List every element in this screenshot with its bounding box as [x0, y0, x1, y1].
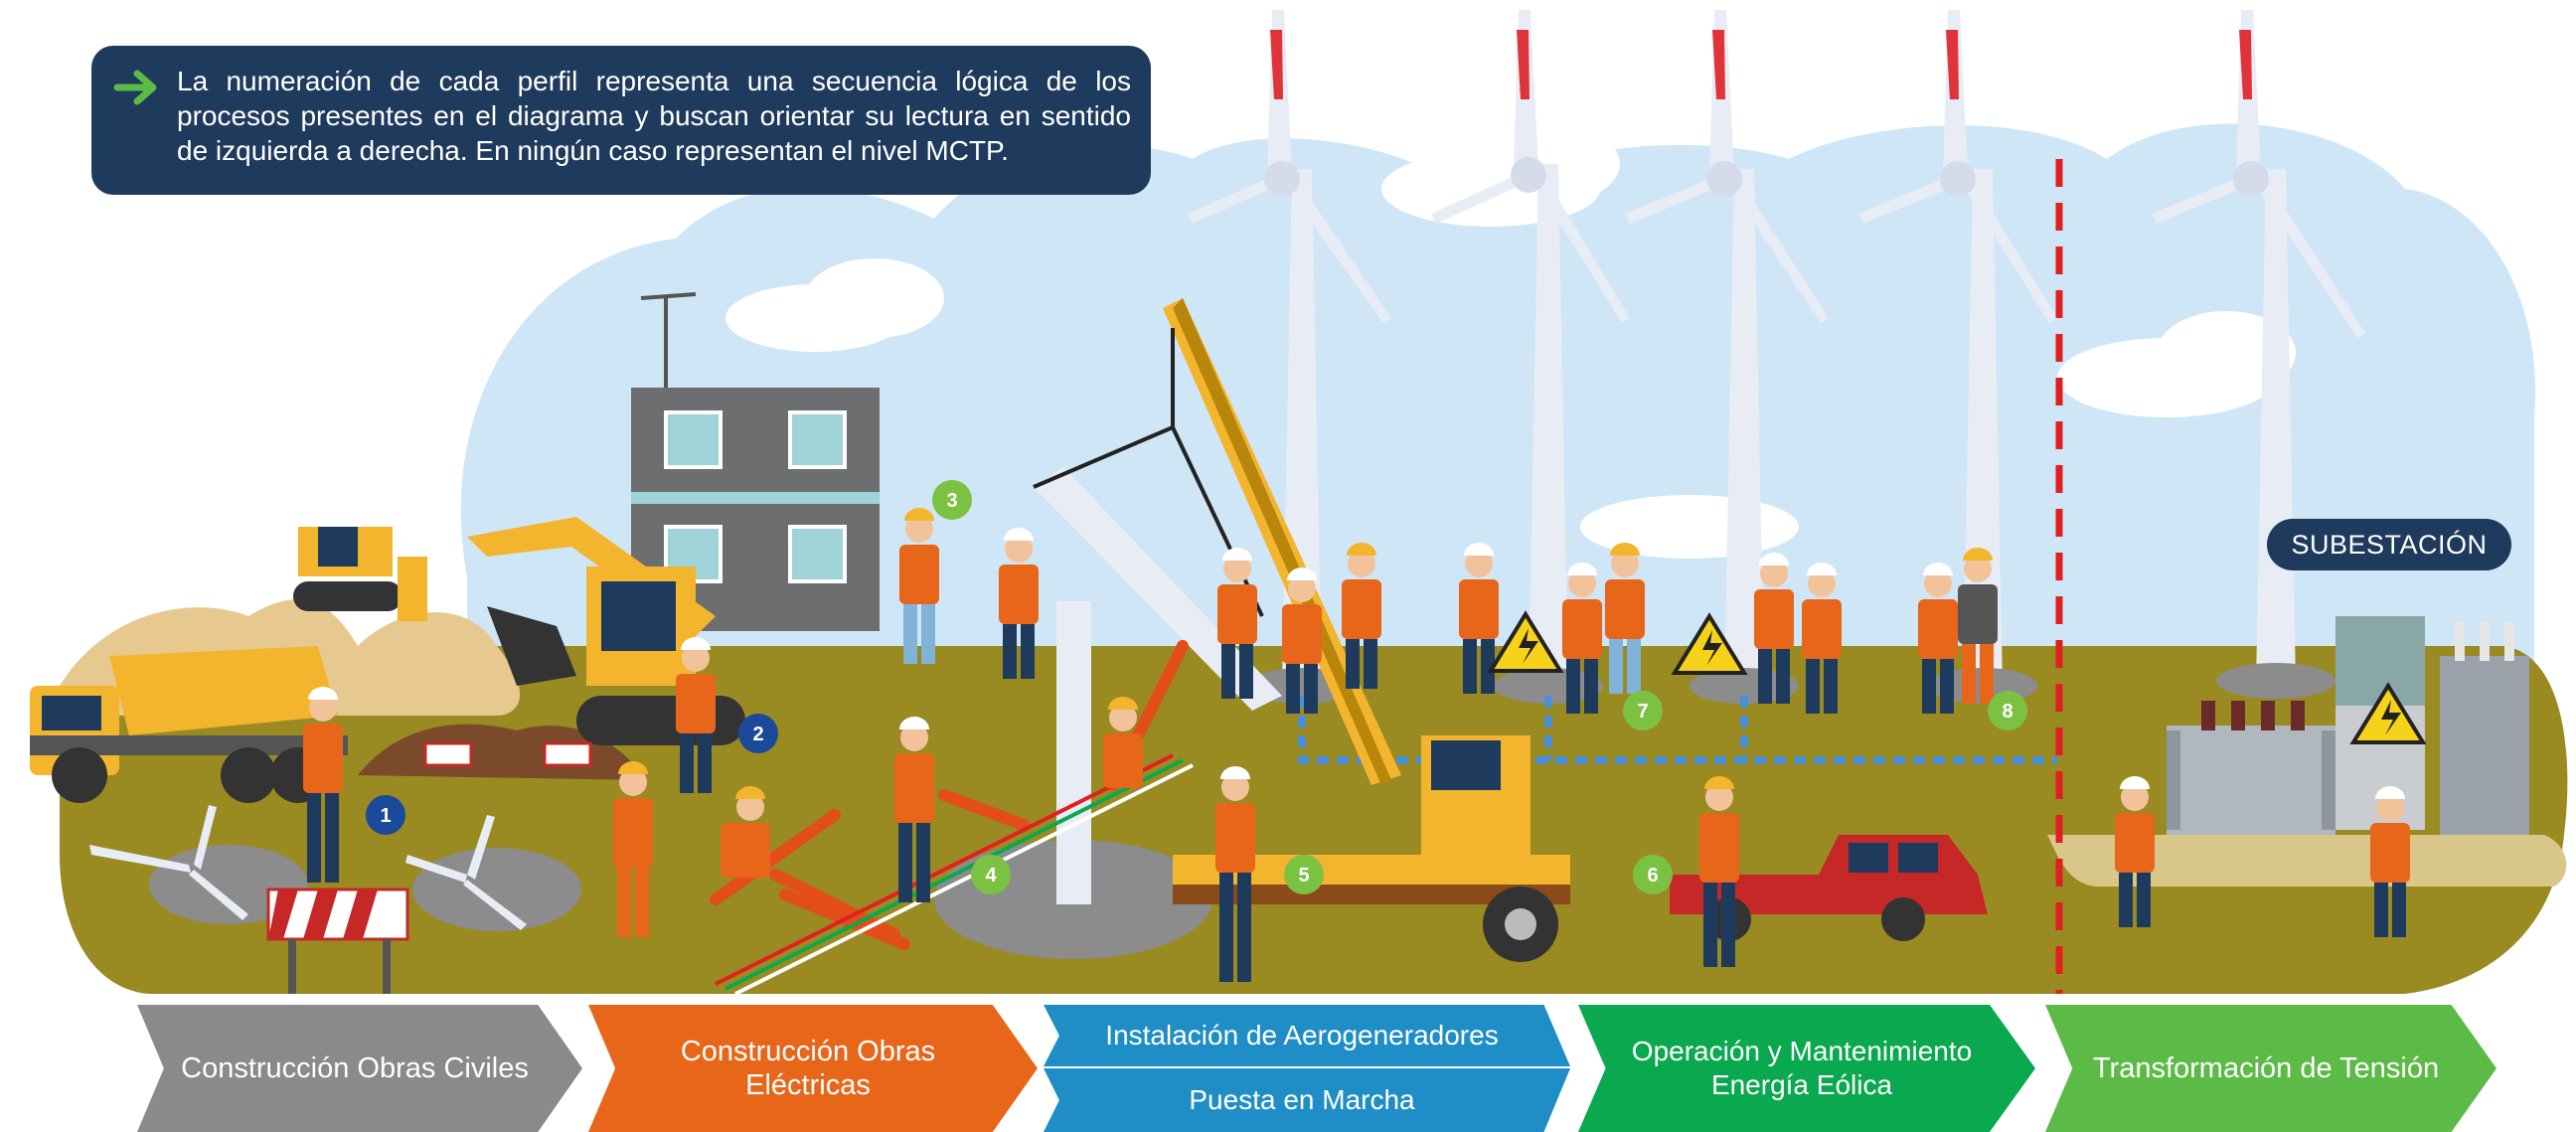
- warning-high-voltage-icon: [1671, 612, 1748, 675]
- svg-text:1: 1: [380, 805, 391, 827]
- pickup-truck: [1670, 835, 1988, 941]
- stage-commissioning: Puesta en Marcha: [1044, 1068, 1570, 1132]
- sequence-badge-6: 6: [1633, 855, 1673, 894]
- substation-label: SUBESTACIÓN: [2267, 519, 2511, 570]
- workers: [303, 508, 2410, 982]
- warning-high-voltage-icon: [1487, 610, 1564, 673]
- sequence-badge-8: 8: [1988, 691, 2027, 730]
- stage-electrical-works-label: Construcción Obras Eléctricas: [680, 1036, 936, 1101]
- stage-operation-maintenance: Operación y Mantenimiento Energía Eólica: [1578, 1005, 2035, 1132]
- substation-ground: [2047, 835, 2567, 887]
- stage-operation-maintenance-label: Operación y Mantenimiento Energía Eólica: [1631, 1036, 1973, 1100]
- cable-trench: [715, 753, 1194, 996]
- svg-text:4: 4: [985, 865, 997, 887]
- svg-text:2: 2: [752, 724, 763, 745]
- stage-civil-works-label: Construcción Obras Civiles: [181, 1052, 529, 1084]
- crane: [1033, 298, 1570, 962]
- sequence-badge-3: 3: [932, 480, 972, 520]
- svg-text:7: 7: [1637, 701, 1648, 723]
- barrier: [266, 741, 592, 994]
- cable-path: [1298, 696, 2057, 764]
- warning-high-voltage-icon: [2349, 682, 2427, 744]
- stage-turbine-installation: Instalación de Aerogeneradores: [1044, 1005, 1570, 1066]
- stage-voltage-transformation-label: Transformación de Tensión: [2092, 1052, 2440, 1084]
- svg-text:8: 8: [2002, 701, 2012, 723]
- sequence-badge-4: 4: [971, 855, 1011, 894]
- svg-text:6: 6: [1647, 865, 1658, 887]
- stage-commissioning-label: Puesta en Marcha: [1189, 1084, 1415, 1115]
- sequence-badge-5: 5: [1284, 855, 1324, 894]
- svg-text:5: 5: [1298, 865, 1309, 887]
- sequence-badge-1: 1: [366, 795, 405, 835]
- dump-truck: [30, 646, 348, 803]
- sequence-badge-2: 2: [738, 714, 778, 753]
- svg-text:3: 3: [946, 490, 957, 512]
- bulldozer: [293, 527, 427, 621]
- stage-civil-works: Construcción Obras Civiles: [137, 1005, 582, 1132]
- arrow-right-icon: [113, 70, 157, 105]
- stage-voltage-transformation: Transformación de Tensión: [2045, 1005, 2496, 1132]
- sequence-badge-7: 7: [1623, 691, 1663, 730]
- stage-electrical-works: Construcción Obras Eléctricas: [588, 1005, 1038, 1132]
- info-note: La numeración de cada perfil representa …: [91, 46, 1151, 195]
- info-note-text: La numeración de cada perfil representa …: [177, 66, 1131, 166]
- stage-turbine-installation-label: Instalación de Aerogeneradores: [1105, 1020, 1499, 1051]
